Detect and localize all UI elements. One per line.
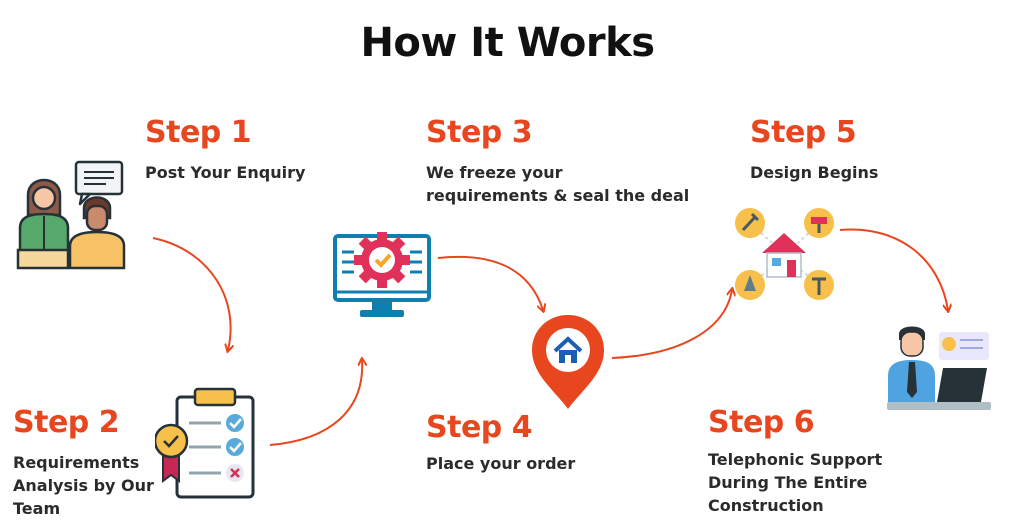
construction-tools-house-icon xyxy=(735,208,834,300)
step-5-title: Step 5 xyxy=(750,115,857,150)
checklist-icon xyxy=(155,387,255,499)
step-6-desc: Telephonic Support During The Entire Con… xyxy=(708,450,883,515)
arrow-2-to-3 xyxy=(269,360,362,446)
arrow-1-to-2 xyxy=(152,237,231,350)
step-2-desc: Requirements Analysis by Our Team xyxy=(13,453,154,518)
arrow-3-to-4 xyxy=(437,255,543,310)
page-title: How It Works xyxy=(360,20,655,66)
step-4-title: Step 4 xyxy=(426,410,533,445)
step-5-desc: Design Begins xyxy=(750,163,879,182)
support-agent-icon xyxy=(887,326,991,410)
step-3-title: Step 3 xyxy=(426,115,533,150)
step-3-desc: We freeze your requirements & seal the d… xyxy=(426,163,690,205)
step-6-title: Step 6 xyxy=(708,405,815,440)
location-pin-home-icon xyxy=(532,315,604,409)
step-1-desc: Post Your Enquiry xyxy=(145,163,306,182)
monitor-gear-icon xyxy=(333,232,431,317)
arrow-4-to-5 xyxy=(611,290,732,359)
step-2-title: Step 2 xyxy=(13,405,120,440)
arrow-5-to-6 xyxy=(839,228,948,310)
enquiry-people-icon xyxy=(16,160,126,270)
step-1-title: Step 1 xyxy=(145,115,252,150)
step-4-desc: Place your order xyxy=(426,454,576,473)
